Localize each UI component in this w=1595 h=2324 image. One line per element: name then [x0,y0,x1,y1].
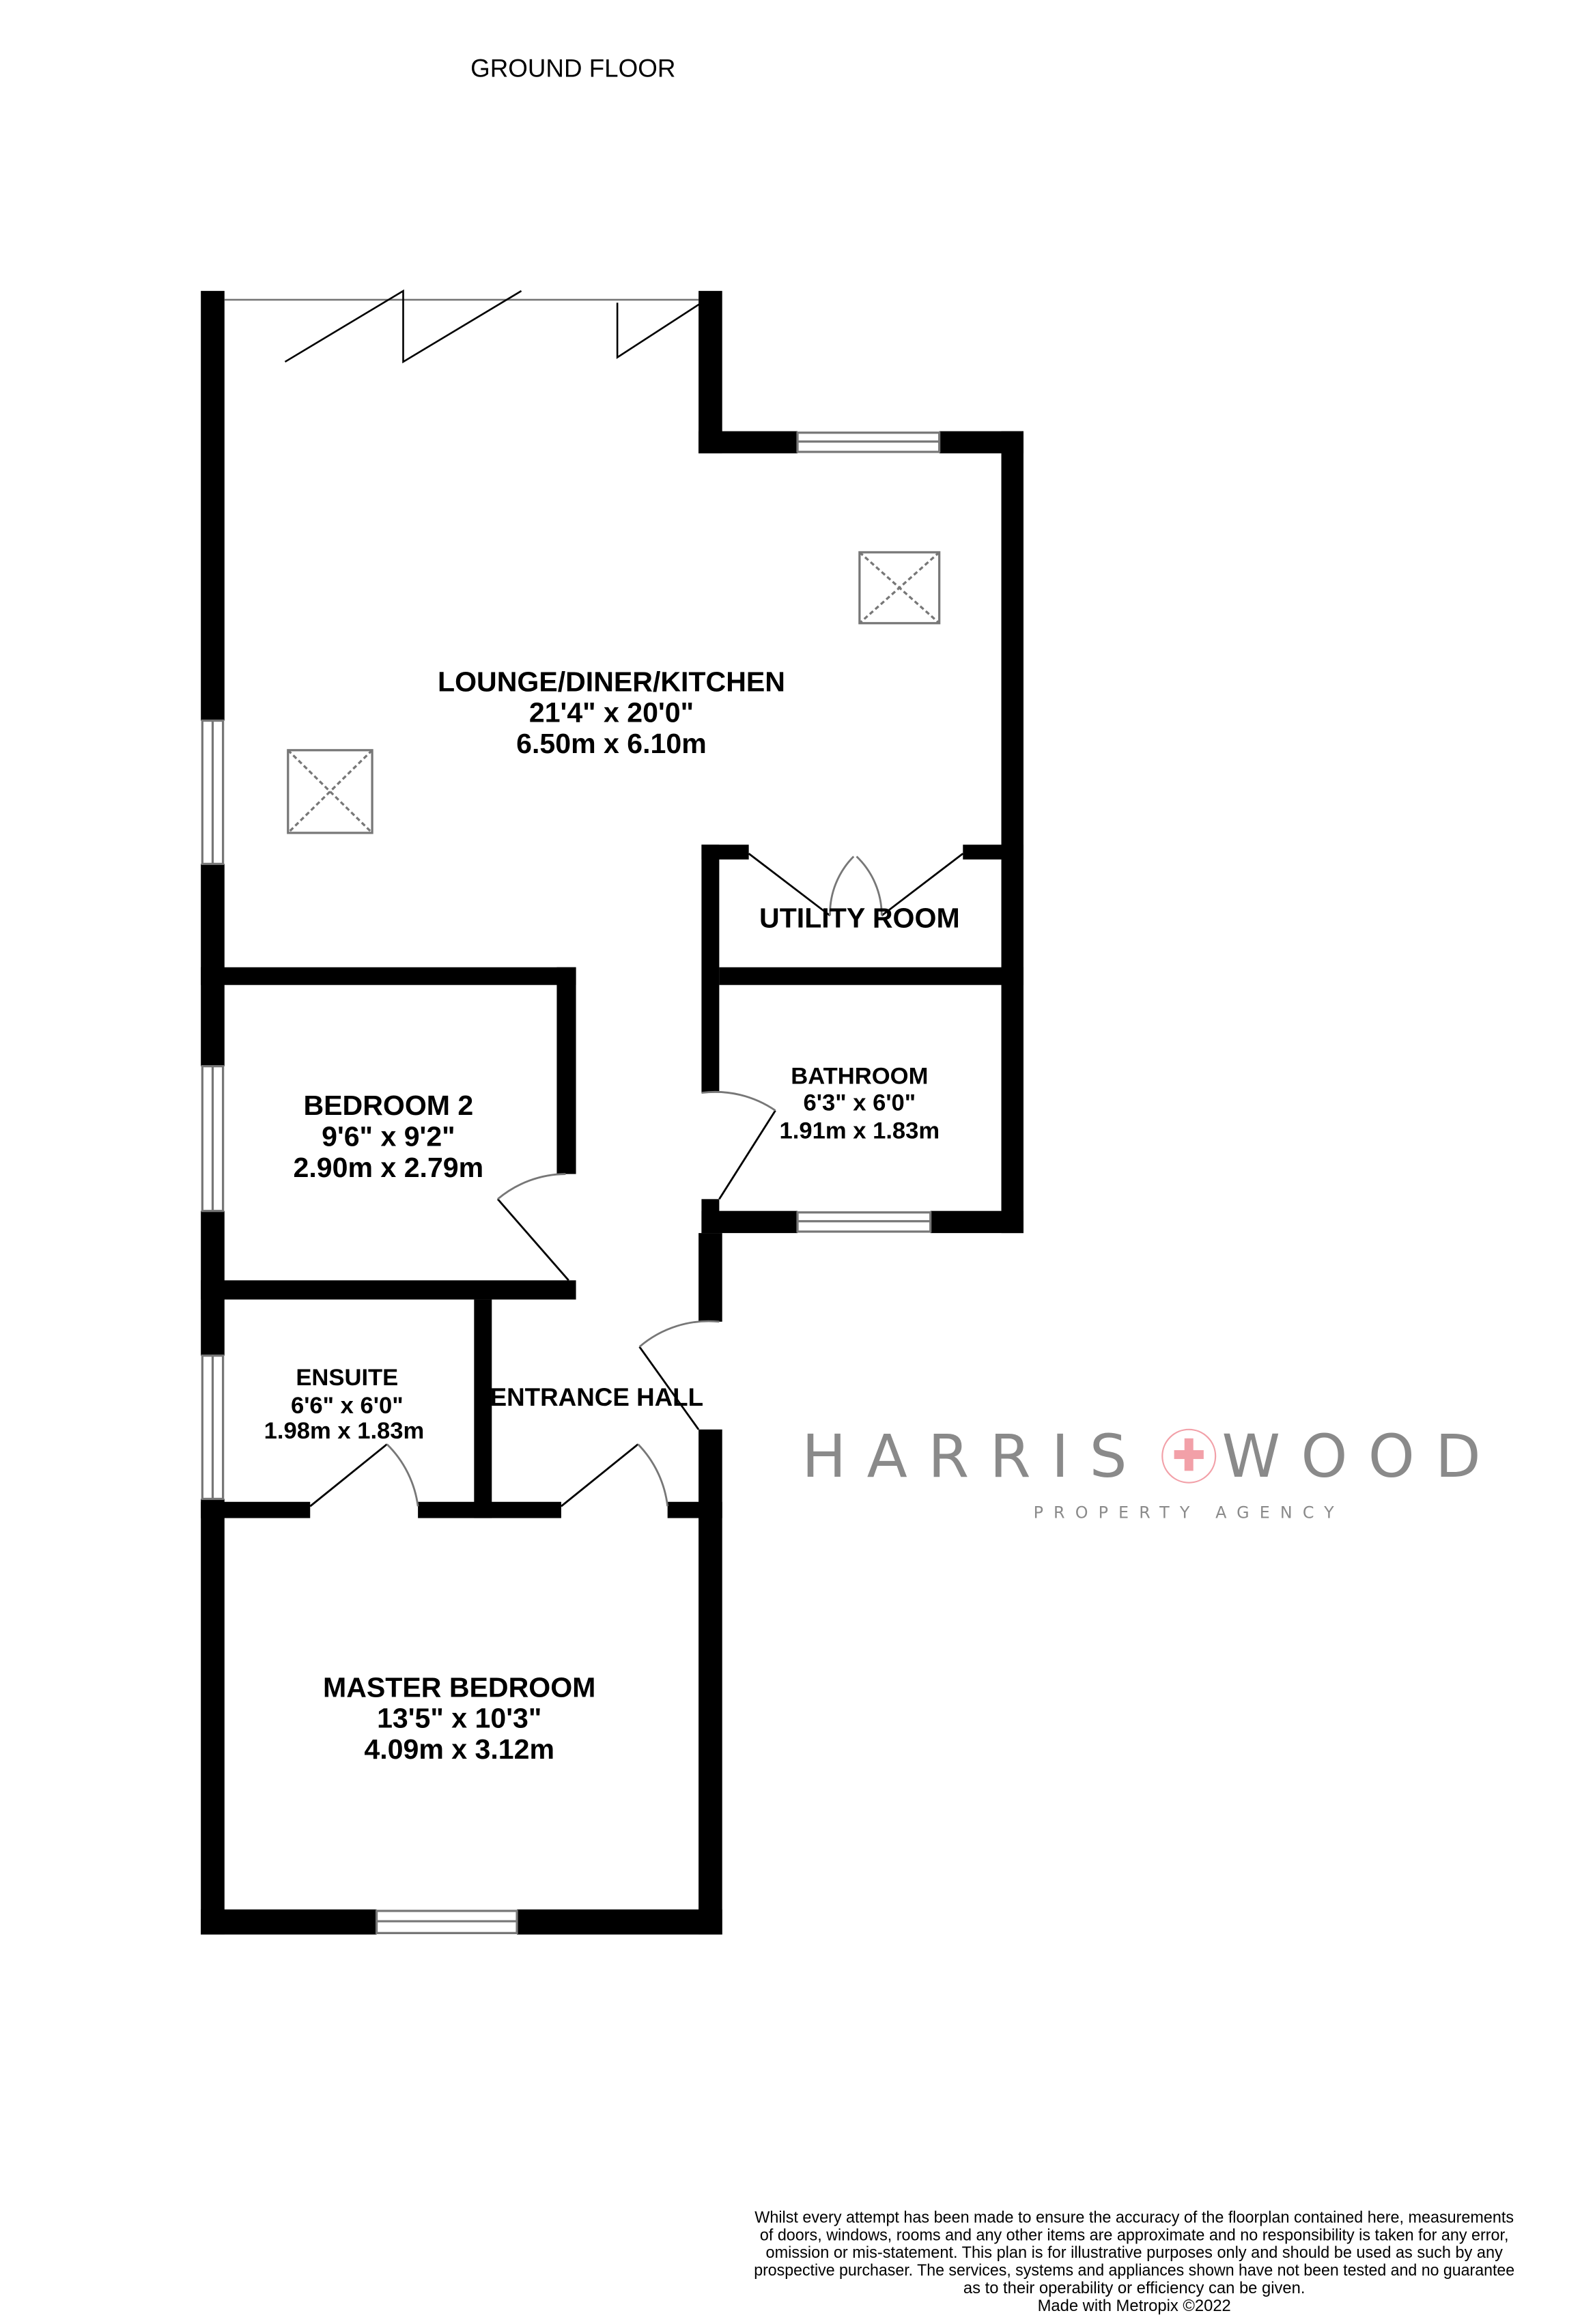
svg-text:LOUNGE/DINER/KITCHEN: LOUNGE/DINER/KITCHEN [438,666,785,697]
svg-text:9'6" x 9'2": 9'6" x 9'2" [322,1120,455,1152]
svg-text:6'3" x 6'0": 6'3" x 6'0" [804,1090,916,1116]
svg-text:Whilst every attempt has been: Whilst every attempt has been made to en… [754,2208,1514,2226]
svg-text:2.90m x 2.79m: 2.90m x 2.79m [294,1152,484,1183]
svg-text:WOOD: WOOD [1222,1423,1502,1491]
svg-text:omission or mis-statement. Thi: omission or mis-statement. This plan is … [766,2243,1503,2262]
room-bedroom-2: BEDROOM 2 9'6" x 9'2" 2.90m x 2.79m [294,1090,484,1183]
skylight-icon [287,551,941,834]
svg-text:BATHROOM: BATHROOM [791,1064,928,1090]
room-utility: UTILITY ROOM [759,902,960,933]
svg-text:prospective purchaser. The ser: prospective purchaser. The services, sys… [754,2261,1514,2280]
room-lounge: LOUNGE/DINER/KITCHEN 21'4" x 20'0" 6.50m… [438,666,785,759]
svg-text:13'5" x 10'3": 13'5" x 10'3" [377,1703,541,1734]
svg-text:21'4" x 20'0": 21'4" x 20'0" [529,697,694,728]
svg-text:6'6" x 6'0": 6'6" x 6'0" [291,1393,404,1419]
svg-text:HARRIS: HARRIS [802,1423,1148,1491]
walls [201,291,1024,1935]
svg-text:4.09m x 3.12m: 4.09m x 3.12m [364,1733,554,1765]
svg-text:ENSUITE: ENSUITE [296,1365,398,1391]
room-entrance-hall: ENTRANCE HALL [490,1383,704,1411]
svg-text:as to their operability or eff: as to their operability or efficiency ca… [963,2279,1305,2297]
disclaimer: Whilst every attempt has been made to en… [754,2208,1514,2315]
svg-text:MASTER BEDROOM: MASTER BEDROOM [323,1671,595,1703]
room-master-bedroom: MASTER BEDROOM 13'5" x 10'3" 4.09m x 3.1… [323,1671,595,1765]
watermark-logo: HARRIS WOOD PROPERTY AGENCY [802,1423,1502,1522]
bifold-doors [224,289,703,364]
svg-text:1.98m x 1.83m: 1.98m x 1.83m [264,1418,425,1444]
doors [309,853,964,1507]
windows [201,431,941,1934]
svg-text:BEDROOM 2: BEDROOM 2 [303,1090,473,1121]
floor-title: GROUND FLOOR [470,54,675,82]
svg-text:PROPERTY AGENCY: PROPERTY AGENCY [1034,1503,1344,1522]
svg-text:1.91m x 1.83m: 1.91m x 1.83m [780,1118,940,1144]
room-bathroom: BATHROOM 6'3" x 6'0" 1.91m x 1.83m [780,1064,940,1144]
svg-text:6.50m x 6.10m: 6.50m x 6.10m [516,728,707,759]
svg-text:of doors, windows, rooms and a: of doors, windows, rooms and any other i… [760,2226,1509,2244]
svg-text:Made with Metropix ©2022: Made with Metropix ©2022 [1038,2297,1231,2315]
room-ensuite: ENSUITE 6'6" x 6'0" 1.98m x 1.83m [264,1365,425,1444]
